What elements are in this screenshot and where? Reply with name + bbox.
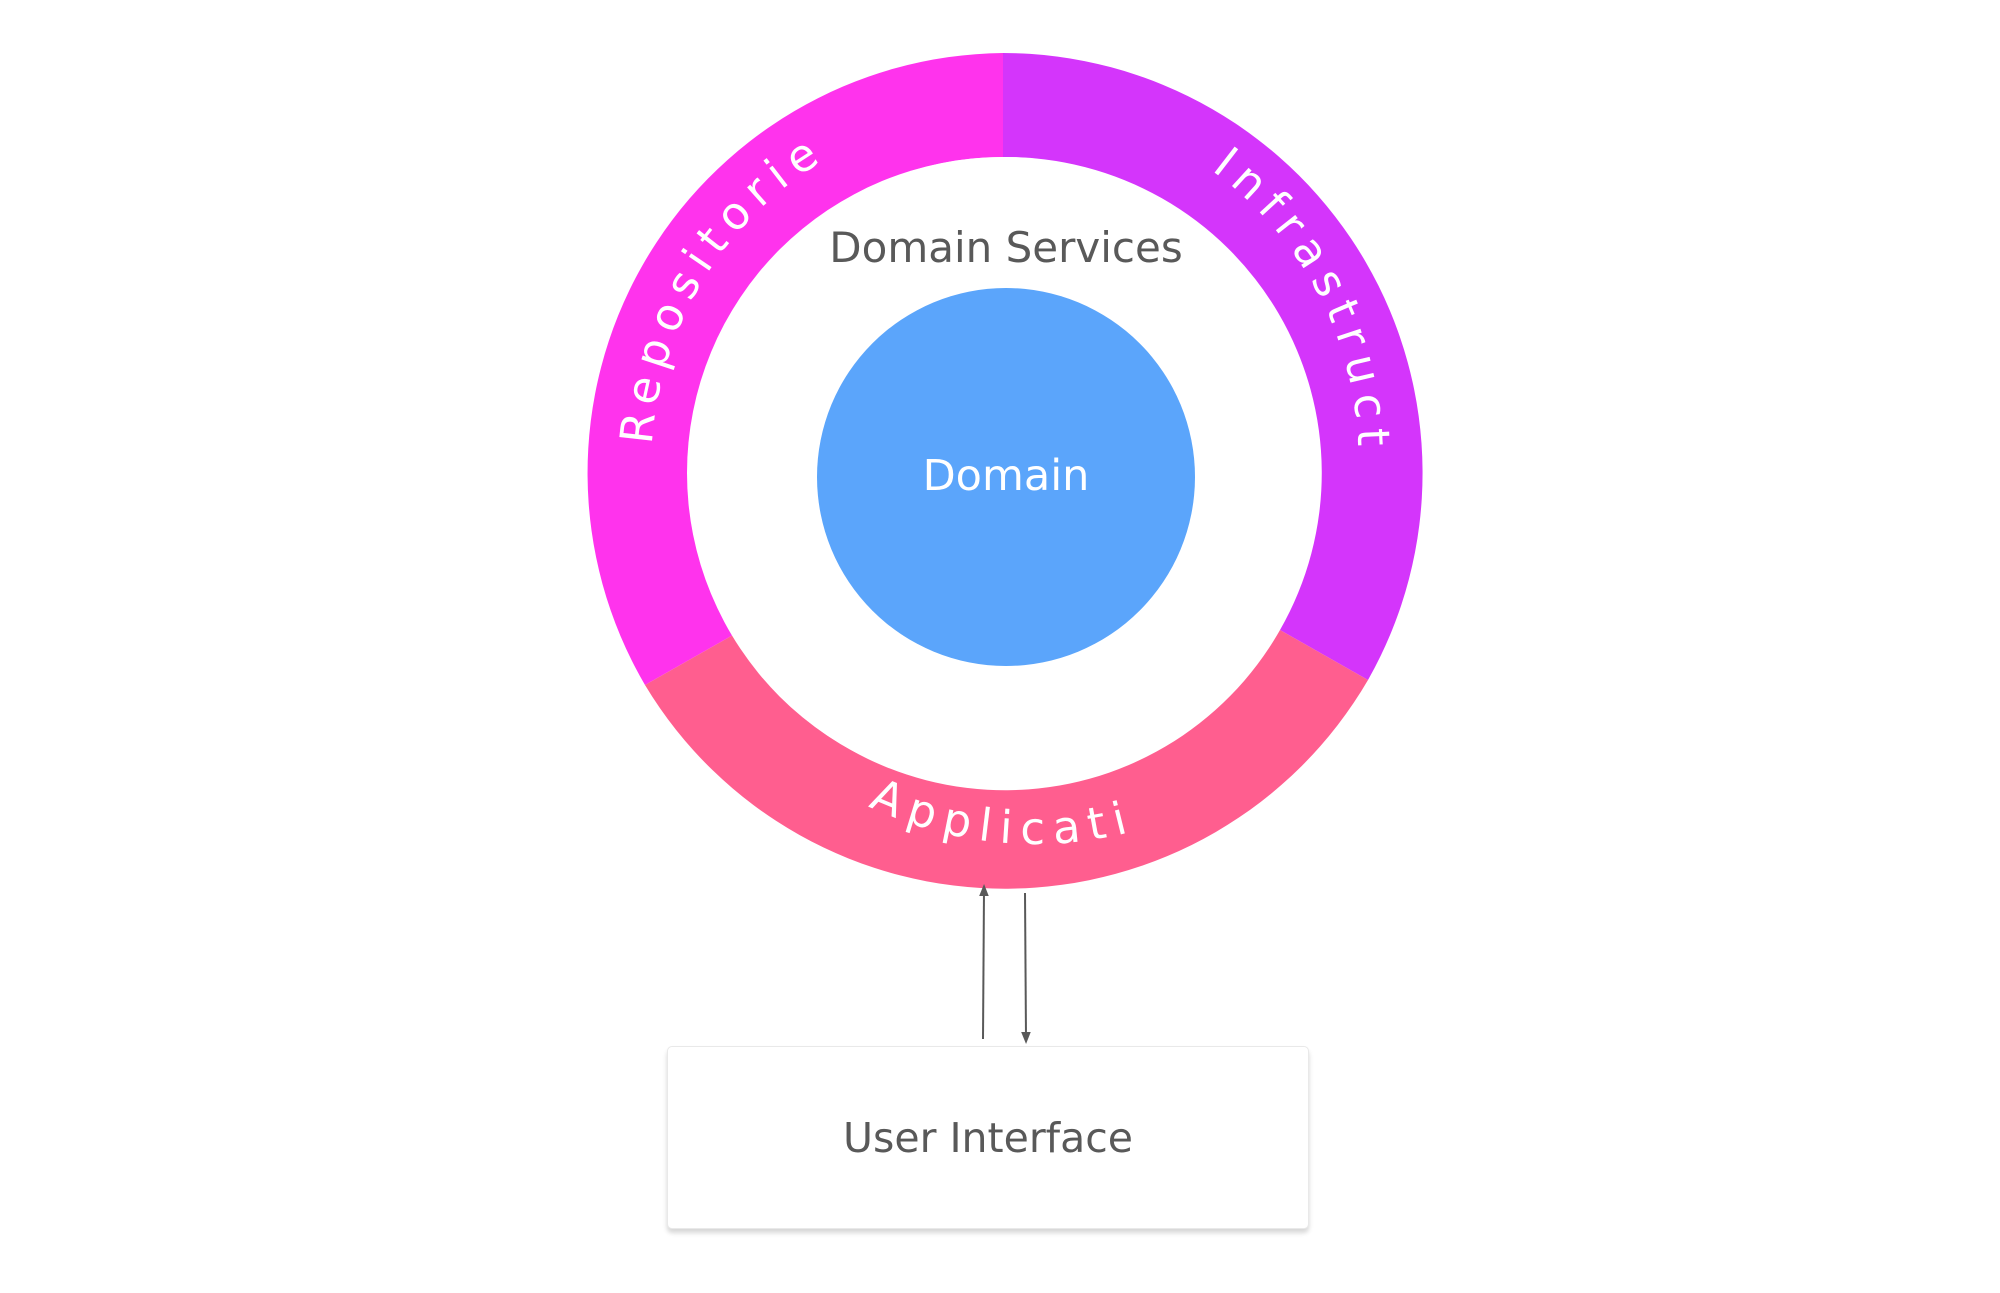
- arrow-up: [979, 884, 989, 1040]
- arrow-down: [1021, 892, 1031, 1044]
- user-interface-label: User Interface: [842, 1113, 1134, 1162]
- infrastructure-ring-segment: [1003, 53, 1423, 680]
- repositories-ring-segment: [587, 53, 1003, 685]
- domain-circle: [817, 288, 1195, 666]
- domain-services-label: Domain Services: [829, 223, 1182, 272]
- domain-label: Domain: [923, 451, 1090, 501]
- application-ring-segment: [645, 630, 1368, 889]
- user-interface-box: User Interface: [667, 1046, 1309, 1229]
